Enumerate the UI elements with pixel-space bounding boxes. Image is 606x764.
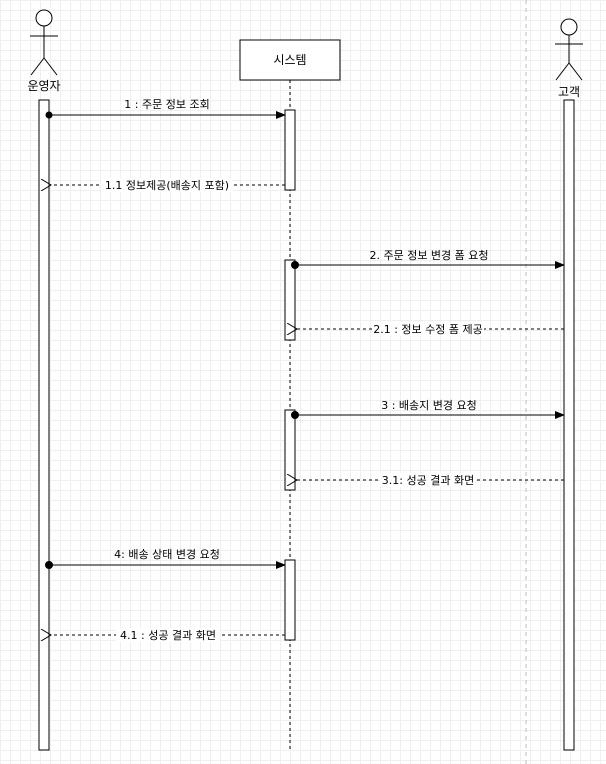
- message-4[interactable]: 4: 배송 상태 변경 요청: [45, 548, 286, 569]
- message-2[interactable]: 2. 주문 정보 변경 폼 요청: [291, 249, 565, 269]
- system-label: 시스템: [273, 53, 306, 67]
- message-4-label: 4: 배송 상태 변경 요청: [114, 548, 220, 561]
- system-participant-box: [239, 39, 341, 81]
- customer-actor-icon: [555, 18, 583, 81]
- message-2-label: 2. 주문 정보 변경 폼 요청: [369, 249, 488, 262]
- customer-label: 고객: [558, 85, 580, 99]
- message-4-1[interactable]: 4.1 : 성공 결과 화면: [51, 628, 285, 642]
- message-1-1[interactable]: 1.1 정보제공(배송지 포함): [51, 178, 285, 192]
- message-3-1-label: 3.1: 성공 결과 화면: [382, 474, 474, 487]
- message-1-label: 1 : 주문 정보 조회: [124, 98, 209, 111]
- activation-4: [284, 559, 296, 641]
- message-4-1-label: 4.1 : 성공 결과 화면: [120, 629, 216, 642]
- activation-2: [284, 259, 296, 341]
- customer-lifeline-bar: [563, 99, 575, 751]
- operator-lifeline-bar: [38, 99, 50, 751]
- message-1[interactable]: 1 : 주문 정보 조회: [45, 98, 286, 119]
- activation-3: [284, 409, 296, 491]
- operator-label: 운영자: [27, 79, 60, 93]
- message-2-1-label: 2.1 : 정보 수정 폼 제공: [373, 323, 483, 336]
- operator-actor-icon: [30, 9, 58, 76]
- message-3-label: 3 : 배송지 변경 요청: [381, 399, 477, 412]
- message-1-1-label: 1.1 정보제공(배송지 포함): [105, 179, 229, 192]
- message-2-1[interactable]: 2.1 : 정보 수정 폼 제공: [297, 322, 564, 336]
- activation-1: [284, 109, 296, 191]
- message-3-1[interactable]: 3.1: 성공 결과 화면: [297, 473, 564, 487]
- message-3[interactable]: 3 : 배송지 변경 요청: [291, 399, 565, 419]
